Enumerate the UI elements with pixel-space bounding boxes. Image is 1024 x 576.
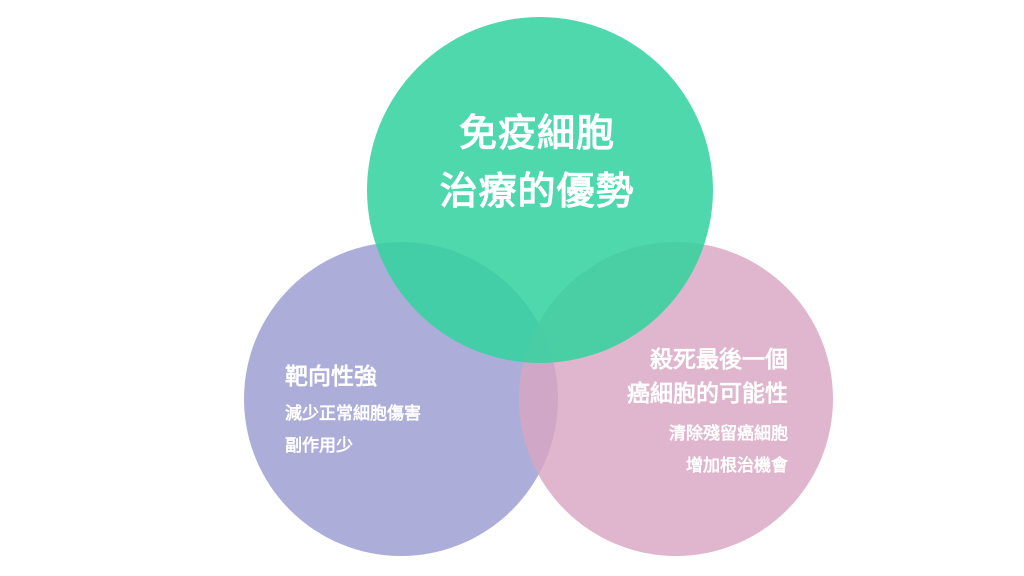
top-circle-title: 免疫細胞 治療的優勢 xyxy=(387,104,687,220)
right-circle-line-2: 增加根治機會 xyxy=(686,456,788,476)
left-circle-line-2: 副作用少 xyxy=(285,436,353,456)
left-circle-heading: 靶向性強 xyxy=(285,364,377,390)
right-circle-line-1: 清除殘留癌細胞 xyxy=(669,424,788,444)
left-circle-line-1: 減少正常細胞傷害 xyxy=(285,404,421,424)
right-circle-heading-line-1: 殺死最後一個 xyxy=(650,347,788,373)
top-title-line-2: 治療的優勢 xyxy=(439,169,635,213)
top-circle xyxy=(367,17,713,363)
top-title-line-1: 免疫細胞 xyxy=(458,111,615,155)
right-circle-heading-line-2: 癌細胞的可能性 xyxy=(627,381,788,407)
